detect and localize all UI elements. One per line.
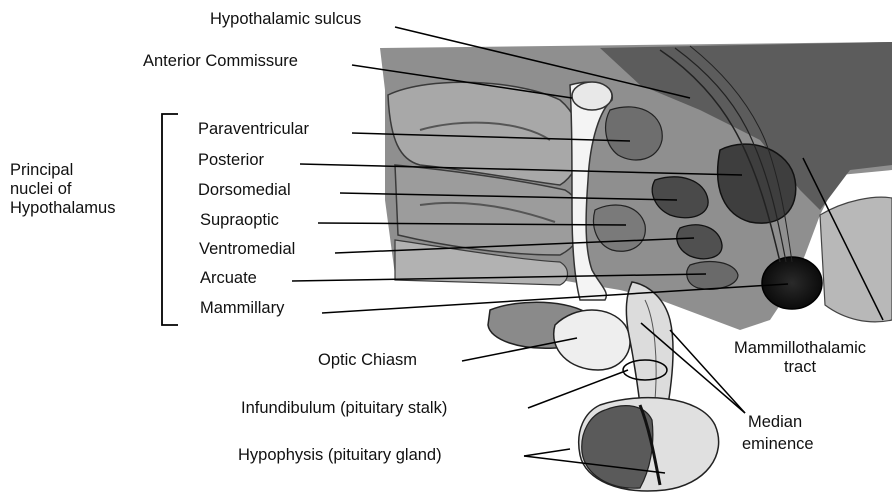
label-principal-nuclei: Principal nuclei of Hypothalamus xyxy=(10,161,115,218)
label-mammillary: Mammillary xyxy=(200,299,284,318)
group-label-line-3: Hypothalamus xyxy=(10,199,115,218)
mammillary-body xyxy=(762,257,822,309)
label-dorsomedial: Dorsomedial xyxy=(198,181,291,200)
label-hypophysis: Hypophysis (pituitary gland) xyxy=(238,446,442,465)
group-label-line-2: nuclei of xyxy=(10,180,115,199)
label-ventromedial: Ventromedial xyxy=(199,240,295,259)
label-optic-chiasm: Optic Chiasm xyxy=(318,351,417,370)
group-label-line-1: Principal xyxy=(10,161,115,180)
median-eminence-line-2: eminence xyxy=(742,435,814,454)
label-hypothalamic-sulcus: Hypothalamic sulcus xyxy=(210,10,361,29)
nuclei-bracket xyxy=(162,114,178,325)
label-infundibulum: Infundibulum (pituitary stalk) xyxy=(241,399,447,418)
mammillothalamic-line-2: tract xyxy=(712,358,888,377)
median-eminence-line-1: Median xyxy=(742,413,814,432)
label-posterior: Posterior xyxy=(198,151,264,170)
label-anterior-commissure: Anterior Commissure xyxy=(143,52,298,71)
label-paraventricular: Paraventricular xyxy=(198,120,309,139)
label-supraoptic: Supraoptic xyxy=(200,211,279,230)
label-mammillothalamic-tract: Mammillothalamic tract xyxy=(712,339,888,377)
mammillothalamic-line-1: Mammillothalamic xyxy=(712,339,888,358)
anterior-commissure-structure xyxy=(572,82,612,110)
arcuate-nucleus xyxy=(687,262,738,290)
label-arcuate: Arcuate xyxy=(200,269,257,288)
label-median-eminence: Median eminence xyxy=(742,413,814,454)
